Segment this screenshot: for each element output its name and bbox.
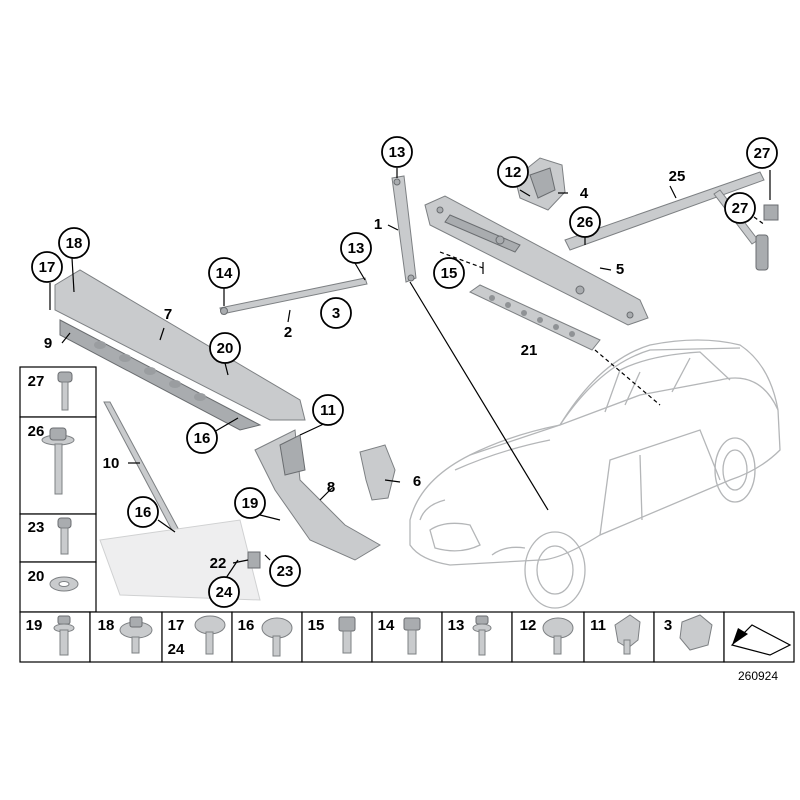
screw-17-icon: [194, 615, 226, 655]
callout-15-circle: [433, 257, 465, 289]
callout-23-circle: [269, 555, 301, 587]
callout-2: 2: [284, 324, 292, 341]
callout-21: 21: [521, 342, 538, 359]
table-label-23: 23: [28, 519, 45, 536]
callout-11-circle: [312, 394, 344, 426]
callout-11: 11: [320, 402, 336, 419]
callout-26-circle: [569, 206, 601, 238]
bottom-label-24: 24: [168, 641, 185, 658]
bottom-label-18: 18: [98, 617, 115, 634]
part-bracket-6: [359, 444, 396, 501]
callout-20: 20: [217, 340, 234, 357]
screw-12-icon: [542, 617, 574, 655]
part-seal-21: [469, 284, 601, 351]
callout-13b-circle: [340, 232, 372, 264]
screw-15-icon: [338, 616, 356, 654]
car-outline: [409, 339, 781, 609]
part-cover-plate-5: [424, 195, 649, 326]
callout-16b-circle: [127, 496, 159, 528]
callout-6: 6: [413, 473, 421, 490]
callout-27a: 27: [754, 145, 771, 162]
bottom-label-3: 3: [664, 617, 672, 634]
callout-5: 5: [616, 261, 624, 278]
bottom-label-15: 15: [308, 617, 325, 634]
bottom-label-13: 13: [448, 617, 465, 634]
bottom-label-12: 12: [520, 617, 537, 634]
callout-17: 17: [39, 259, 56, 276]
table-label-26: 26: [28, 423, 45, 440]
washer-20-icon: [49, 576, 79, 592]
callout-8: 8: [327, 479, 335, 496]
callout-4: 4: [580, 185, 589, 202]
arrow-icon: [730, 624, 792, 656]
screw-13-icon: [472, 615, 492, 656]
bottom-fastener-row: 19 18 17 24 16 15 14: [19, 611, 795, 663]
callout-22: 22: [210, 555, 227, 572]
callout-12: 12: [505, 164, 522, 181]
bottom-label-14: 14: [378, 617, 395, 634]
callout-16b: 16: [135, 504, 152, 521]
callout-24: 24: [216, 584, 233, 601]
callout-7: 7: [164, 306, 172, 323]
callout-27a-circle: [746, 137, 778, 169]
screw-14-icon: [403, 617, 421, 655]
bottom-label-19: 19: [26, 617, 43, 634]
screw-16-icon: [261, 617, 293, 657]
screw-26-icon: [41, 427, 75, 495]
callout-24-circle: [208, 576, 240, 608]
callout-labels: 13 12 26 27 27 15 13 14 3 20 18 17 16 11…: [31, 136, 778, 608]
part-rod-2: [219, 277, 368, 315]
clip-11-icon: [614, 614, 641, 655]
callout-10: 10: [103, 455, 120, 472]
callout-14: 14: [216, 265, 233, 282]
callout-13b: 13: [348, 240, 365, 257]
table-label-27: 27: [28, 373, 45, 390]
part-bracket-8: [254, 429, 381, 561]
clip-3-icon: [679, 614, 713, 651]
callout-20-circle: [209, 332, 241, 364]
callout-3-circle: [320, 297, 352, 329]
callout-25: 25: [669, 168, 686, 185]
callout-19: 19: [242, 495, 259, 512]
callout-19-circle: [234, 487, 266, 519]
table-label-20: 20: [28, 568, 45, 585]
callout-12-circle: [497, 156, 529, 188]
callout-16a: 16: [194, 430, 211, 447]
callout-14-circle: [208, 257, 240, 289]
callout-17-circle: [31, 251, 63, 283]
callout-16a-circle: [186, 422, 218, 454]
callout-27b-circle: [724, 192, 756, 224]
part-clip-22: [247, 551, 261, 569]
bottom-label-11: 11: [590, 617, 606, 634]
callout-15: 15: [441, 265, 458, 282]
callout-9: 9: [44, 335, 52, 352]
side-fastener-table: 27 26 23 20: [19, 366, 97, 613]
screw-18-icon: [119, 616, 153, 654]
screw-23-icon: [57, 517, 72, 555]
callout-26: 26: [577, 214, 594, 231]
callout-18-circle: [58, 227, 90, 259]
diagram-number: 260924: [738, 669, 778, 683]
callout-18: 18: [66, 235, 83, 252]
bottom-label-17: 17: [168, 617, 185, 634]
part-cowl-7: [54, 269, 306, 431]
screw-19-icon: [53, 615, 75, 656]
callout-1: 1: [374, 216, 382, 233]
callout-27b: 27: [732, 200, 749, 217]
callout-23: 23: [277, 563, 294, 580]
callout-13a: 13: [389, 144, 406, 161]
part-strut-1: [391, 175, 417, 283]
callout-13a-circle: [381, 136, 413, 168]
callout-3: 3: [332, 305, 340, 322]
bottom-label-16: 16: [238, 617, 255, 634]
screw-27-icon: [57, 371, 73, 411]
